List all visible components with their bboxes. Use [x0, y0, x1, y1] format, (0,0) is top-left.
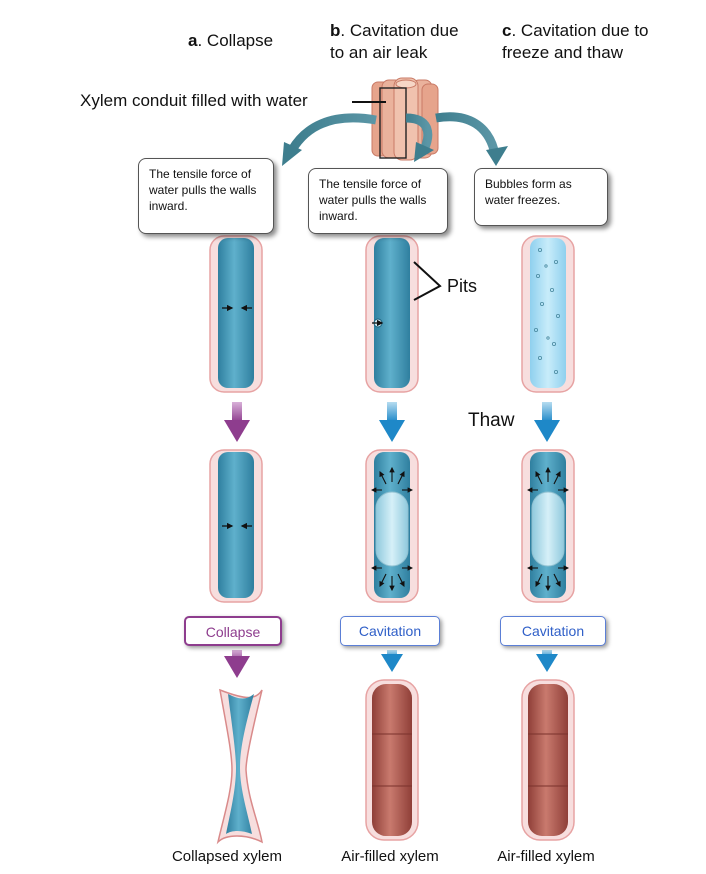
air-filled-xylem-b	[365, 679, 419, 841]
down-arrows-row1	[224, 402, 560, 442]
conduit-b-water	[365, 235, 442, 393]
stage-label-cavitation-b: Cavitation	[340, 616, 440, 646]
column-b-title-line1: . Cavitation due	[340, 21, 459, 40]
bottom-label-air-filled-c: Air-filled xylem	[497, 848, 595, 865]
column-c-title-line2: freeze and thaw	[502, 43, 623, 62]
down-arrows-row2	[224, 650, 558, 678]
conduit-a-water	[209, 235, 263, 393]
conduit-c-ice	[521, 235, 575, 393]
column-b-title-line2: to an air leak	[330, 43, 428, 62]
conduit-a-row2	[209, 449, 263, 603]
bottom-label-air-filled-b: Air-filled xylem	[341, 848, 439, 865]
conduit-c-row2-bubble	[521, 449, 575, 603]
callout-c: Bubbles form as water freezes.	[474, 168, 608, 226]
column-c-letter: c	[502, 21, 512, 40]
distribution-arrows	[282, 112, 508, 166]
column-a-title: a. Collapse	[188, 30, 273, 52]
air-filled-xylem-c	[521, 679, 575, 841]
callout-a: The tensile force of water pulls the wal…	[138, 158, 274, 234]
bottom-label-collapsed: Collapsed xylem	[171, 848, 283, 865]
callout-b: The tensile force of water pulls the wal…	[308, 168, 448, 234]
conduit-b-row2-bubble	[365, 449, 419, 603]
pits-label: Pits	[447, 276, 478, 296]
column-c-title-line1: . Cavitation due to	[511, 21, 649, 40]
collapsed-xylem-shape	[216, 688, 264, 845]
stage-label-collapse: Collapse	[184, 616, 282, 646]
top-label: Xylem conduit filled with water	[80, 91, 308, 110]
column-b-title: b. Cavitation due to an air leak	[330, 20, 459, 64]
column-b-letter: b	[330, 21, 341, 40]
column-a-letter: a	[188, 31, 198, 50]
column-a-title-text: . Collapse	[197, 31, 274, 50]
column-c-title: c. Cavitation due to freeze and thaw	[502, 20, 649, 64]
stage-label-cavitation-c: Cavitation	[500, 616, 606, 646]
thaw-label: Thaw	[468, 410, 515, 431]
